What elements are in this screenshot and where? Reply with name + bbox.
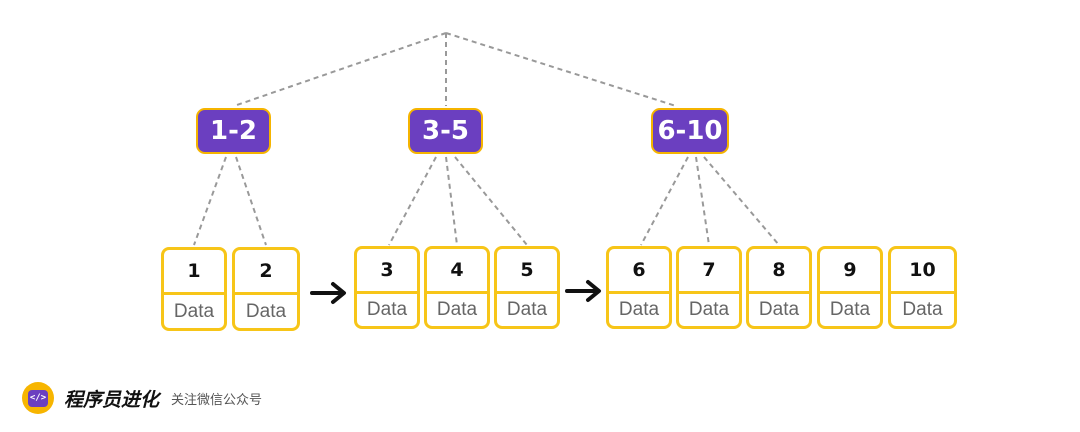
leaf-key: 9: [820, 249, 880, 294]
edge-3-5-to-4: [445, 156, 458, 246]
leaf-key: 3: [357, 249, 417, 294]
leaf-data: Data: [902, 299, 943, 320]
leaf-data: Data: [688, 299, 730, 320]
right-arrow-icon: [565, 280, 601, 302]
leaf-key: 6: [609, 249, 669, 294]
leaf-data: Data: [829, 299, 871, 320]
leaf-data: Data: [366, 299, 408, 320]
inner-node-3-5: 3-5: [408, 108, 483, 154]
edge-6-10-to-6: [640, 156, 689, 246]
leaf-node-8: 8 Data: [746, 246, 812, 329]
leaf-node-9: 9 Data: [817, 246, 883, 329]
leaf-node-1: 1 Data: [161, 247, 227, 331]
leaf-key: 1: [164, 250, 224, 295]
edge-3-5-to-3: [388, 156, 437, 246]
edge-1-2-to-1: [193, 156, 227, 246]
inner-node-1-2: 1-2: [196, 108, 271, 154]
leaf-data: Data: [245, 300, 287, 322]
inner-node-label: 1-2: [210, 116, 257, 146]
leaf-node-2: 2 Data: [232, 247, 300, 331]
edge-root-to-1-2: [233, 32, 447, 107]
inner-node-label: 3-5: [422, 116, 469, 146]
leaf-key: 8: [749, 249, 809, 294]
logo-glyph: </>: [28, 389, 48, 407]
inner-node-6-10: 6-10: [651, 108, 729, 154]
leaf-key: 7: [679, 249, 739, 294]
right-arrow-icon: [310, 282, 346, 304]
leaf-node-4: 4 Data: [424, 246, 490, 329]
footer-brand: </> 程序员进化 关注微信公众号: [22, 381, 262, 415]
leaf-key: 2: [235, 250, 297, 295]
leaf-key: 4: [427, 249, 487, 294]
leaf-node-3: 3 Data: [354, 246, 420, 329]
follow-text: 关注微信公众号: [171, 392, 263, 408]
brand-name: 程序员进化: [64, 388, 160, 411]
inner-node-label: 6-10: [657, 116, 723, 146]
leaf-data: Data: [758, 299, 800, 320]
leaf-node-6: 6 Data: [606, 246, 672, 329]
edge-6-10-to-7: [695, 156, 710, 246]
leaf-node-7: 7 Data: [676, 246, 742, 329]
leaf-data: Data: [436, 299, 478, 320]
leaf-node-5: 5 Data: [494, 246, 560, 329]
edge-6-10-to-8: [703, 156, 780, 246]
edge-3-5-to-5: [454, 156, 528, 246]
leaf-node-10: 10 Data: [888, 246, 957, 329]
leaf-data: Data: [506, 299, 548, 320]
leaf-data: Data: [173, 300, 215, 322]
leaf-key: 5: [497, 249, 557, 294]
leaf-key: 10: [891, 249, 954, 294]
leaf-data: Data: [618, 299, 660, 320]
edge-1-2-to-2: [235, 156, 267, 246]
code-logo-icon: </>: [22, 382, 54, 414]
edge-root-to-6-10: [445, 32, 677, 107]
